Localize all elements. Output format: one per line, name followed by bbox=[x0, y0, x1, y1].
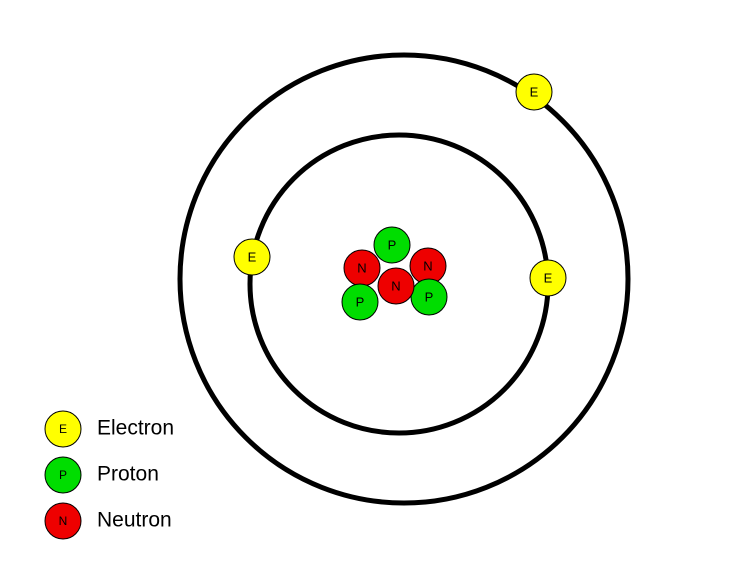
electron-swatch-icon bbox=[44, 410, 82, 448]
proton-letter: P bbox=[388, 238, 397, 253]
legend-neutron-label: Neutron bbox=[97, 509, 172, 532]
legend-electron-label: Electron bbox=[97, 417, 174, 440]
nucleus-neutron-center: N bbox=[377, 267, 415, 305]
neutron-circle bbox=[377, 267, 415, 305]
proton-circle bbox=[410, 278, 448, 316]
electron-inner-orbit-left: E bbox=[233, 238, 271, 276]
legend-item-proton: P Proton bbox=[44, 456, 159, 494]
electron-inner-orbit-right: E bbox=[529, 259, 567, 297]
legend-electron-letter: E bbox=[59, 422, 67, 436]
electron-letter: E bbox=[544, 271, 553, 286]
proton-letter: P bbox=[356, 295, 365, 310]
legend-item-electron: E Electron bbox=[44, 410, 174, 448]
proton-circle bbox=[341, 283, 379, 321]
outer-orbit bbox=[177, 52, 631, 506]
electron-circle bbox=[515, 73, 553, 111]
nucleus-neutron-left: N bbox=[343, 249, 381, 287]
neutron-letter: N bbox=[423, 259, 432, 274]
proton-letter: P bbox=[425, 290, 434, 305]
nucleus: P N N P P N bbox=[341, 226, 448, 321]
electron-circle bbox=[233, 238, 271, 276]
legend-neutron-letter: N bbox=[59, 514, 68, 528]
electron-letter: E bbox=[530, 85, 539, 100]
electron-letter: E bbox=[248, 250, 257, 265]
neutron-swatch-icon bbox=[44, 502, 82, 540]
nucleus-proton-top: P bbox=[373, 226, 411, 264]
neutron-letter: N bbox=[391, 279, 400, 294]
proton-swatch-icon bbox=[44, 456, 82, 494]
legend: E Electron P Proton N Neutron bbox=[44, 410, 174, 540]
electron-outer-orbit: E bbox=[515, 73, 553, 111]
legend-proton-label: Proton bbox=[97, 463, 159, 486]
nucleus-proton-bottom-right: P bbox=[410, 278, 448, 316]
proton-circle bbox=[373, 226, 411, 264]
electron-circle bbox=[529, 259, 567, 297]
legend-item-neutron: N Neutron bbox=[44, 502, 172, 540]
legend-proton-letter: P bbox=[59, 468, 67, 482]
neutron-letter: N bbox=[357, 261, 366, 276]
nucleus-proton-bottom-left: P bbox=[341, 283, 379, 321]
